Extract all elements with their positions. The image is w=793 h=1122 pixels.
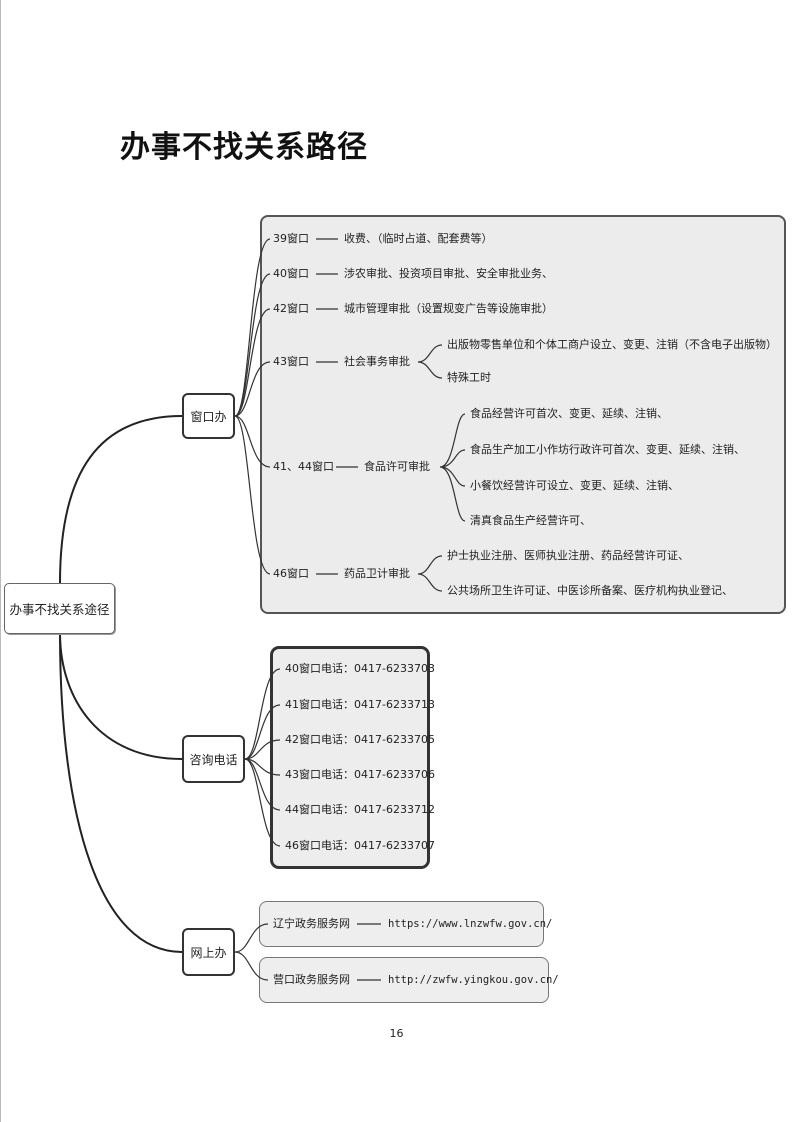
online-panel-yingkou <box>259 957 549 1003</box>
root-to-window-link <box>59 415 183 584</box>
online-url-yingkou[interactable]: http://zwfw.yingkou.gov.cn/ <box>388 974 559 986</box>
window-link-42 <box>234 308 271 417</box>
phone-item-41: 41窗口电话：0417-6233713 <box>285 698 435 711</box>
window-link-39 <box>234 238 271 417</box>
branch-node-online: 网上办 <box>182 928 235 976</box>
phone-item-40: 40窗口电话：0417-6233703 <box>285 662 435 675</box>
window-link-46 <box>234 415 271 575</box>
page-title: 办事不找关系路径 <box>120 130 368 165</box>
sub-item-46-1: 护士执业注册、医师执业注册、药品经营许可证、 <box>447 549 689 562</box>
sub-item-43-2: 特殊工时 <box>447 371 491 384</box>
sub-item-46-2: 公共场所卫生许可证、中医诊所备案、医疗机构执业登记、 <box>447 584 733 597</box>
phone-item-43: 43窗口电话：0417-6233706 <box>285 768 435 781</box>
sub-item-41-44-2: 食品生产加工小作坊行政许可首次、变更、延续、注销、 <box>470 443 745 456</box>
phone-item-42: 42窗口电话：0417-6233705 <box>285 733 435 746</box>
phone-item-46: 46窗口电话：0417-6233707 <box>285 839 435 852</box>
root-node: 办事不找关系途径 <box>4 583 115 634</box>
branch-node-phone: 咨询电话 <box>182 735 245 783</box>
phone-item-44: 44窗口电话：0417-6233712 <box>285 803 435 816</box>
window-link-40 <box>234 273 271 417</box>
sub-item-41-44-3: 小餐饮经营许可设立、变更、延续、注销、 <box>470 479 679 492</box>
online-name-liaoning: 辽宁政务服务网 <box>273 917 350 930</box>
branch-node-window: 窗口办 <box>182 393 235 439</box>
online-url-liaoning[interactable]: https://www.lnzwfw.gov.cn/ <box>388 918 553 930</box>
sub-link-41-44 <box>439 413 466 522</box>
window-label-42: 42窗口 <box>273 302 309 315</box>
sub-link-46 <box>417 555 443 592</box>
window-text-46: 药品卫计审批 <box>344 567 410 580</box>
window-text-42: 城市管理审批（设置规变广告等设施审批） <box>344 302 553 315</box>
window-label-41-44: 41、44窗口 <box>273 460 334 473</box>
online-link-liaoning <box>234 923 269 953</box>
window-link-43 <box>234 361 271 417</box>
sub-item-41-44-1: 食品经营许可首次、变更、延续、注销、 <box>470 407 668 420</box>
phone-link-41 <box>244 704 281 760</box>
sub-link-43 <box>417 344 443 379</box>
online-link-yingkou <box>234 951 269 981</box>
phone-panel <box>270 646 430 869</box>
sub-item-43-1: 出版物零售单位和个体工商户设立、变更、注销（不含电子出版物） <box>447 338 777 351</box>
window-label-40: 40窗口 <box>273 267 309 280</box>
page-number: 16 <box>389 1027 404 1040</box>
window-text-43: 社会事务审批 <box>344 355 410 368</box>
window-label-39: 39窗口 <box>273 232 309 245</box>
window-text-39: 收费、（临时占道、配套费等） <box>344 232 493 245</box>
window-label-43: 43窗口 <box>273 355 309 368</box>
root-to-phone-link <box>59 632 183 760</box>
phone-link-40 <box>244 668 281 760</box>
sub-item-41-44-4: 清真食品生产经营许可、 <box>470 514 591 527</box>
online-name-yingkou: 营口政务服务网 <box>273 973 350 986</box>
window-text-40: 涉农审批、投资项目审批、安全审批业务、 <box>344 267 553 280</box>
phone-link-42 <box>244 739 281 760</box>
window-panel <box>260 215 786 614</box>
window-text-41-44: 食品许可审批 <box>364 460 430 473</box>
root-to-online-link <box>59 632 183 953</box>
window-link-41-44 <box>234 415 271 468</box>
window-label-46: 46窗口 <box>273 567 309 580</box>
online-panel-liaoning <box>259 901 544 947</box>
phone-link-44 <box>244 758 281 811</box>
phone-link-46 <box>244 758 281 847</box>
